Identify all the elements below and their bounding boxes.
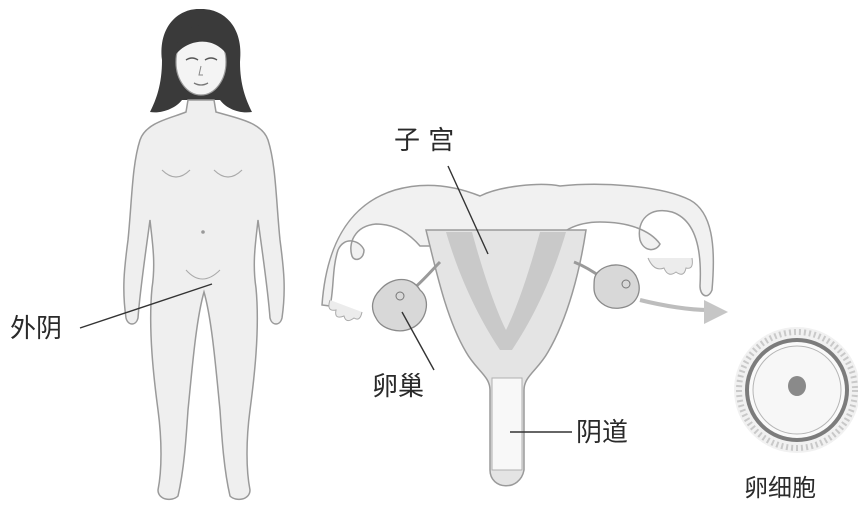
body [124,100,284,499]
navel [201,230,205,234]
ovary-label: 卵巢 [372,374,424,400]
fimbriae-left [329,300,362,321]
egg-cell [734,327,858,453]
left-ovary [373,280,427,331]
fimbriae-right [648,258,692,274]
reproductive-organs [322,184,728,485]
female-figure [124,9,284,499]
egg-path-arrow [640,300,708,310]
vulva-label: 外阴 [10,316,62,342]
egg-cell-label: 卵细胞 [744,476,816,500]
vagina [492,378,522,470]
right-ovary [594,265,639,308]
uterus-label: 子 宫 [394,128,454,154]
arrow-head-icon [704,300,728,324]
egg-nucleus [788,376,806,396]
vagina-label: 阴道 [576,420,628,446]
